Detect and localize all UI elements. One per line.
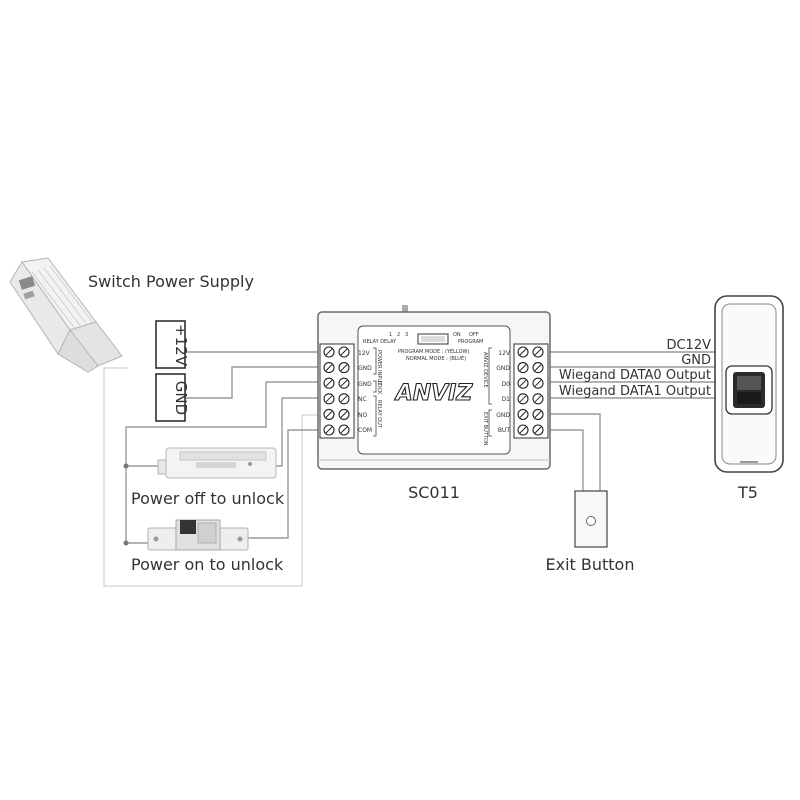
bolt-lock-icon xyxy=(157,447,277,479)
left-terminal-4: NC xyxy=(358,396,367,403)
right-terminal-screw-slot xyxy=(519,379,527,387)
wire-label-data0: Wiegand DATA0 Output xyxy=(559,368,711,383)
terminal-gnd-label: GND xyxy=(172,381,190,415)
power-supply-icon xyxy=(9,257,123,373)
switch-on-label: ON xyxy=(453,332,461,338)
wire-label-gnd: GND xyxy=(681,353,711,368)
right-terminal-4: D1 xyxy=(502,396,511,403)
left-terminal-5: NO xyxy=(358,412,367,419)
exit-button-label: Exit Button xyxy=(546,555,635,574)
right-terminal-5: GND xyxy=(496,412,510,419)
wire-exit-gnd xyxy=(550,413,601,491)
left-terminal-6: COM xyxy=(358,427,372,434)
wire-exit-but xyxy=(550,429,584,491)
right-terminal-screw-slot xyxy=(519,364,527,371)
right-group-brackets xyxy=(488,347,492,437)
exit-button-icon xyxy=(574,490,608,548)
left-terminal-screw-slot xyxy=(325,379,333,387)
left-terminal-screw-slot xyxy=(325,411,333,418)
wire-lock-gnd xyxy=(125,381,320,544)
left-terminal-labels: 12V GND GND NC NO COM xyxy=(358,350,372,434)
strike-lock-icon xyxy=(147,519,249,551)
right-terminal-screw-slot xyxy=(534,379,542,387)
reader-label: T5 xyxy=(737,483,758,502)
left-terminal-screw-slot xyxy=(325,426,333,434)
right-terminal-screw-slot xyxy=(519,395,527,403)
program-label: PROGRAM xyxy=(458,339,483,345)
left-terminal-2: GND xyxy=(358,365,372,372)
wires xyxy=(103,351,715,587)
left-group-brackets xyxy=(373,347,377,437)
left-terminal-screw-slot xyxy=(340,395,348,403)
right-terminal-strip xyxy=(513,343,549,439)
left-terminal-strip xyxy=(319,343,355,439)
power-terminal-block xyxy=(155,320,186,422)
right-terminal-2: GND xyxy=(496,365,510,372)
mode-line-1: PROGRAM MODE : (YELLOW) xyxy=(398,349,469,355)
right-terminal-screw-slot xyxy=(519,426,527,434)
brand-logo: ANVIZ xyxy=(394,381,474,406)
left-terminal-screw-slot xyxy=(340,426,348,434)
left-group-relay: RELAY OUT xyxy=(376,400,382,429)
mode-line-2: NORMAL MODE : (BLUE) xyxy=(406,356,466,362)
wire-gnd-input xyxy=(185,366,320,399)
power-supply-label: Switch Power Supply xyxy=(88,272,254,291)
wire-junctions xyxy=(123,463,129,546)
wire-label-dc12v: DC12V xyxy=(666,338,711,353)
left-terminal-screw-slot xyxy=(340,348,348,356)
right-terminal-screw-slot xyxy=(519,348,527,356)
right-terminal-3: D0 xyxy=(502,381,511,388)
relay-num-1: 1 xyxy=(389,332,392,338)
left-group-power: POWER INPUT xyxy=(376,350,382,386)
relay-num-2: 2 xyxy=(397,332,400,338)
right-terminal-screw-slot xyxy=(534,348,542,356)
terminal-plus12v-label: +12V xyxy=(172,324,190,367)
controller-label: SC011 xyxy=(408,483,460,502)
right-group-exit: EXIT BUTTON xyxy=(482,412,488,446)
right-terminal-screw-slot xyxy=(534,364,542,371)
relay-num-3: 3 xyxy=(405,332,408,338)
fingerprint-reader-icon xyxy=(714,295,784,473)
right-terminal-1: 12V xyxy=(498,350,511,357)
left-terminal-screw-slot xyxy=(340,379,348,387)
left-terminal-screw-slot xyxy=(325,348,333,356)
left-terminal-screw-slot xyxy=(340,411,348,418)
right-terminal-screw-slot xyxy=(534,426,542,434)
right-terminal-6: BUT xyxy=(498,427,511,434)
switch-off-label: OFF xyxy=(469,332,479,338)
lock-off-label: Power off to unlock xyxy=(131,489,285,508)
relay-delay-label: RELAY DELAY xyxy=(363,339,397,345)
right-group-device: ANVIZ DEVICE xyxy=(482,352,488,388)
wire-label-data1: Wiegand DATA1 Output xyxy=(559,384,711,399)
left-terminal-screw-slot xyxy=(325,364,333,371)
right-terminal-screw-slot xyxy=(534,411,542,418)
left-terminal-screw-slot xyxy=(325,395,333,403)
dip-switch xyxy=(417,333,449,345)
left-terminal-screw-slot xyxy=(340,364,348,371)
left-terminal-1: 12V xyxy=(358,350,371,357)
left-group-lock: LOCK xyxy=(376,381,382,395)
left-terminal-3: GND xyxy=(358,381,372,388)
wire-lock-no xyxy=(246,429,320,539)
lock-on-label: Power on to unlock xyxy=(131,555,284,574)
right-terminal-screw-slot xyxy=(519,411,527,418)
wire-outer-loop xyxy=(103,367,320,587)
right-terminal-labels: 12V GND D0 D1 GND BUT xyxy=(496,350,511,434)
right-terminal-screw-slot xyxy=(534,395,542,403)
